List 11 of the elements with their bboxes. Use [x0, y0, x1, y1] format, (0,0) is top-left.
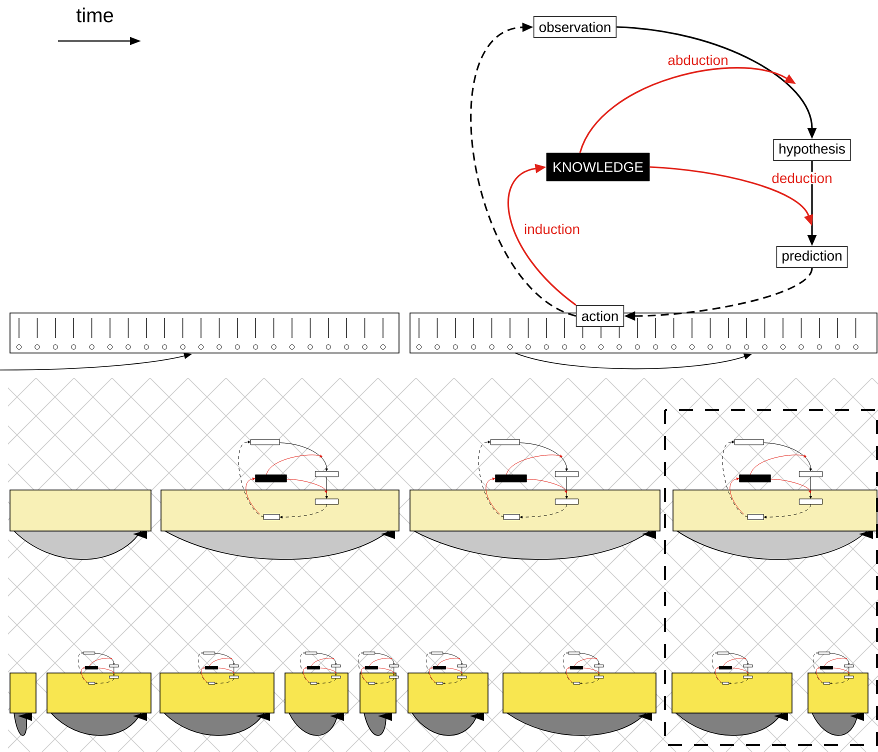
process-box: action — [576, 305, 624, 327]
process-box: observation — [533, 16, 617, 38]
knowledge-box: KNOWLEDGE — [546, 152, 650, 182]
process-box: hypothesis — [773, 139, 851, 161]
axis-label: time — [76, 8, 113, 22]
edge-label: induction — [522, 222, 582, 236]
edge-label: deduction — [770, 172, 834, 184]
arrow — [470, 22, 576, 317]
process-box: prediction — [776, 246, 848, 268]
edge-label: abduction — [666, 54, 730, 66]
arrow — [508, 164, 576, 306]
